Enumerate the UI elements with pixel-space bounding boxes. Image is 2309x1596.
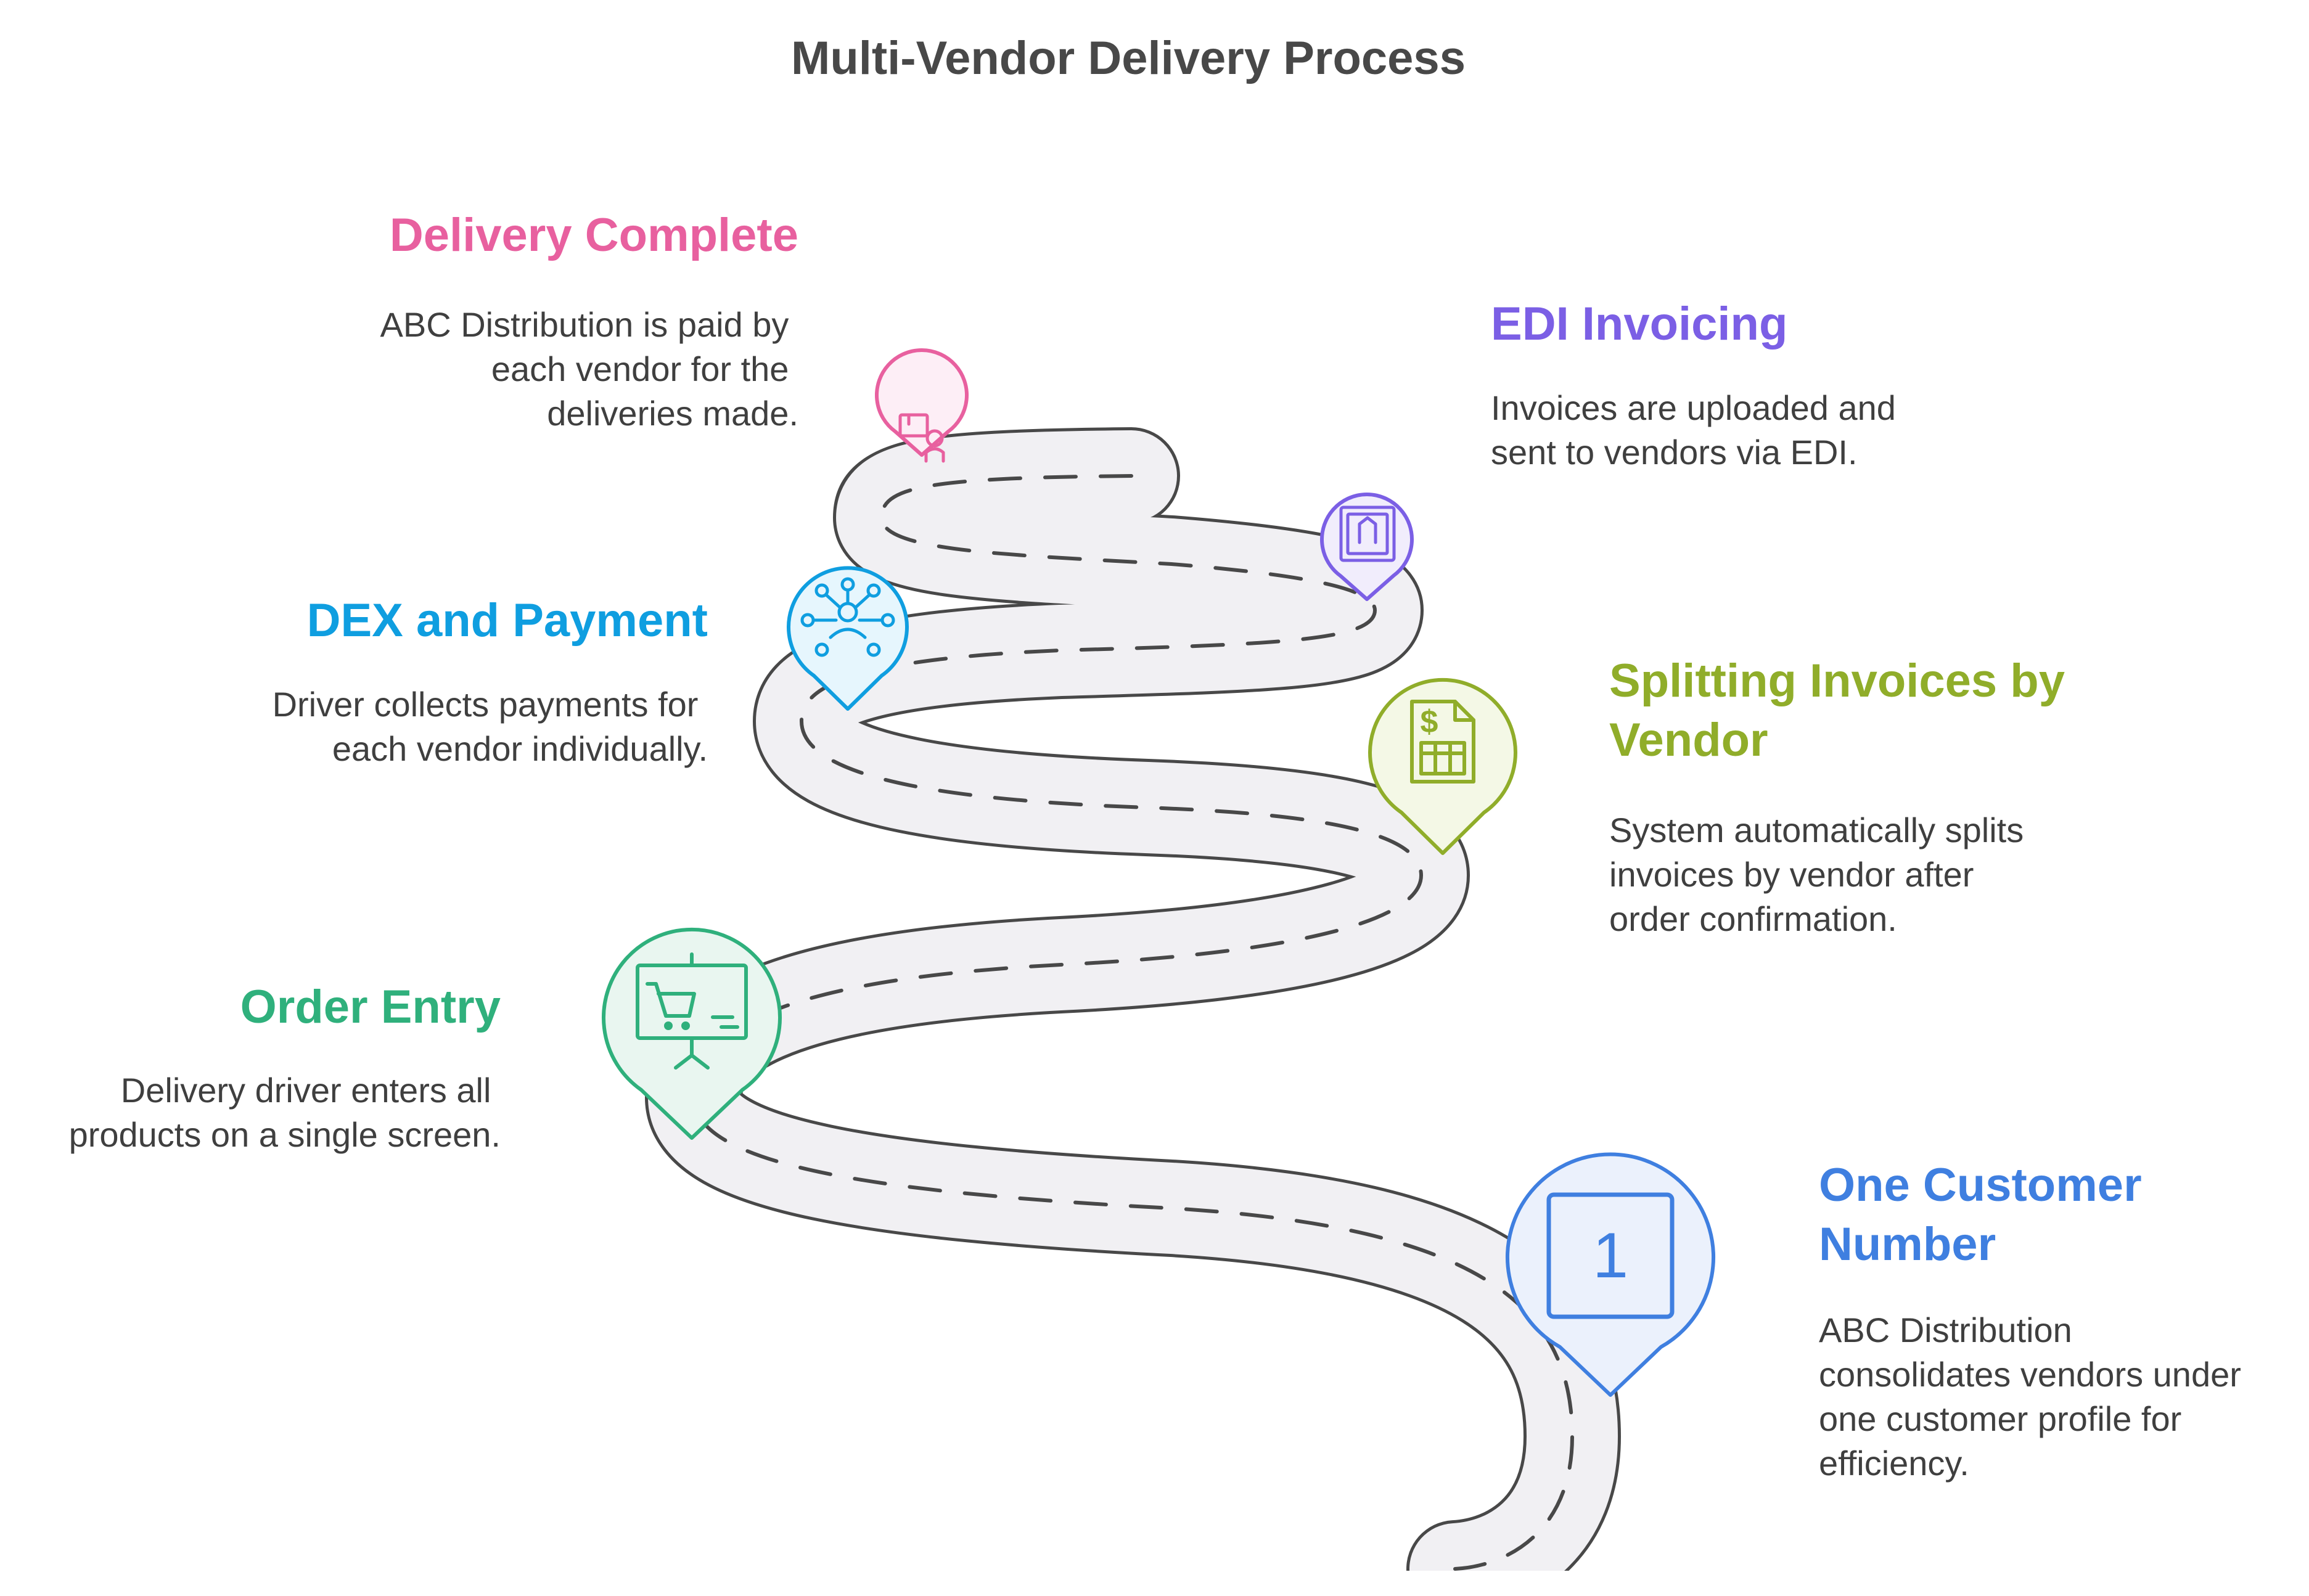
road-center-line xyxy=(691,474,1575,1571)
step-description: ABC Distribution is paid by each vendor … xyxy=(380,305,798,433)
number-one-icon: 1 xyxy=(1546,1192,1675,1319)
step-order-entry: Order Entry Delivery driver enters all p… xyxy=(69,981,501,1154)
step-heading: DEX and Payment xyxy=(307,594,708,647)
step-delivery-complete: Delivery Complete ABC Distribution is pa… xyxy=(380,209,798,433)
pin-splitting-invoices: $ xyxy=(1368,677,1517,855)
svg-text:$: $ xyxy=(1421,704,1438,740)
step-heading: EDI Invoicing xyxy=(1491,298,1787,350)
step-heading: One Customer Number xyxy=(1819,1159,2155,1271)
pin-dex-payment xyxy=(787,566,909,711)
pin-order-entry xyxy=(602,927,782,1140)
pin-delivery-complete xyxy=(875,348,969,463)
pin-one-customer-number: 1 xyxy=(1506,1152,1715,1397)
invoice-icon: $ xyxy=(1410,700,1475,784)
page-title: Multi-Vendor Delivery Process xyxy=(791,32,1466,84)
step-description: System automatically splits invoices by … xyxy=(1609,811,2033,938)
step-description: Delivery driver enters all products on a… xyxy=(69,1071,501,1154)
step-one-customer-number: One Customer Number ABC Distribution con… xyxy=(1819,1159,2250,1483)
delivery-person-icon xyxy=(898,413,945,463)
cart-screen-icon xyxy=(636,952,748,1070)
step-description: Invoices are uploaded and sent to vendor… xyxy=(1491,388,1906,472)
number-one-glyph: 1 xyxy=(1593,1220,1628,1291)
upload-icon xyxy=(1339,505,1396,562)
step-dex-payment: DEX and Payment Driver collects payments… xyxy=(273,594,708,768)
step-heading: Delivery Complete xyxy=(390,209,798,261)
step-heading: Splitting Invoices by Vendor xyxy=(1609,655,2078,766)
step-edi-invoicing: EDI Invoicing Invoices are uploaded and … xyxy=(1491,298,1906,472)
step-splitting-invoices: Splitting Invoices by Vendor System auto… xyxy=(1609,655,2078,938)
step-description: Driver collects payments for each vendor… xyxy=(273,685,708,768)
road-end-mask xyxy=(1295,1571,1726,1596)
pin-edi-invoicing xyxy=(1320,493,1414,601)
step-heading: Order Entry xyxy=(240,981,501,1033)
step-description: ABC Distribution consolidates vendors un… xyxy=(1819,1311,2250,1483)
road xyxy=(645,427,1726,1596)
network-user-icon xyxy=(800,577,895,657)
